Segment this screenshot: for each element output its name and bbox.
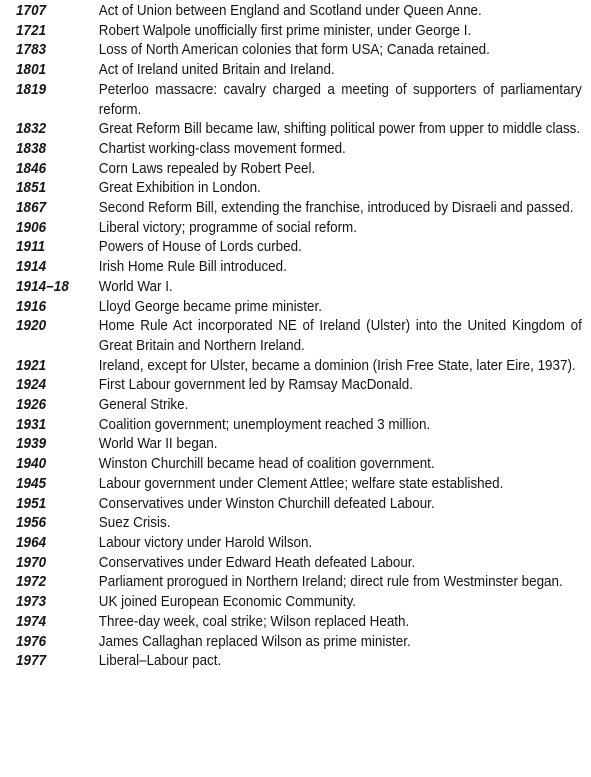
entry-year: 1931 — [16, 416, 47, 433]
entry-event: Peterloo massacre: cavalry charged a mee… — [98, 81, 582, 118]
timeline-entry: 1906 Liberal victory; programme of social… — [16, 219, 582, 239]
entry-year: 1846 — [16, 160, 47, 177]
timeline-entry: 1801 Act of Ireland united Britain and Ir… — [16, 61, 582, 81]
timeline-entry: 1939 World War II began. — [16, 435, 582, 455]
entry-year: 1972 — [16, 574, 47, 591]
timeline-entry: 1707 Act of Union between England and Sco… — [16, 2, 582, 22]
entry-event: James Callaghan replaced Wilson as prime… — [98, 633, 411, 650]
entry-year: 1945 — [16, 475, 47, 492]
entry-year: 1707 — [16, 3, 47, 19]
entry-event: Act of Ireland united Britain and Irelan… — [98, 62, 335, 79]
entry-year: 1964 — [16, 534, 47, 551]
entry-event: UK joined European Economic Community. — [98, 594, 357, 611]
entry-year: 1851 — [16, 180, 47, 197]
entry-year: 1921 — [16, 357, 47, 374]
entry-year: 1801 — [16, 62, 47, 79]
entry-event: Conservatives under Edward Heath defeate… — [98, 554, 416, 571]
timeline-entry: 1931 Coalition government; unemployment r… — [16, 416, 582, 436]
timeline-entry: 1721 Robert Walpole unofficially first pr… — [16, 22, 582, 42]
entry-year: 1920 — [16, 318, 47, 335]
entry-event: Corn Laws repealed by Robert Peel. — [98, 160, 316, 177]
entry-event: Great Reform Bill became law, shifting p… — [98, 121, 581, 138]
entry-event: Act of Union between England and Scotlan… — [98, 3, 482, 19]
timeline-entry: 1977 Liberal–Labour pact. — [16, 652, 582, 672]
entry-year: 1914–18 — [16, 278, 69, 295]
entry-year: 1924 — [16, 377, 47, 394]
timeline-entry: 1832 Great Reform Bill became law, shifti… — [16, 120, 582, 140]
entry-event: Great Exhibition in London. — [98, 180, 261, 197]
entry-event: Home Rule Act incorporated NE of Ireland… — [98, 318, 582, 354]
timeline-entry: 1951 Conservatives under Winston Churchil… — [16, 495, 582, 515]
entry-year: 1916 — [16, 298, 47, 315]
entry-year: 1970 — [16, 554, 47, 571]
timeline-entry: 1914–18 World War I. — [16, 278, 582, 298]
timeline-entry: 1973 UK joined European Economic Communit… — [16, 593, 582, 613]
entry-year: 1926 — [16, 397, 47, 414]
entry-event: Parliament prorogued in Northern Ireland… — [98, 574, 563, 591]
entry-year: 1914 — [16, 259, 47, 276]
entry-event: Loss of North American colonies that for… — [98, 42, 490, 59]
entry-event: First Labour government led by Ramsay Ma… — [98, 377, 413, 394]
timeline-entry: 1920 Home Rule Act incorporated NE of Ire… — [16, 317, 582, 356]
entry-year: 1721 — [16, 22, 47, 39]
timeline-entry: 1972 Parliament prorogued in Northern Ire… — [16, 573, 582, 593]
timeline-entry: 1970 Conservatives under Edward Heath def… — [16, 554, 582, 574]
entry-event: Liberal victory; programme of social ref… — [98, 219, 357, 236]
entry-event: Irish Home Rule Bill introduced. — [98, 259, 287, 276]
entry-event: Labour victory under Harold Wilson. — [98, 534, 313, 551]
entry-event: Labour government under Clement Attlee; … — [98, 475, 504, 492]
timeline-entry: 1819 Peterloo massacre: cavalry charged a… — [16, 81, 582, 120]
entry-year: 1819 — [16, 81, 47, 98]
timeline-entry: 1956 Suez Crisis. — [16, 514, 582, 534]
entry-year: 1974 — [16, 613, 47, 630]
entry-year: 1906 — [16, 219, 47, 236]
entry-year: 1832 — [16, 121, 47, 138]
entry-event: Ireland, except for Ulster, became a dom… — [98, 357, 576, 374]
entry-year: 1783 — [16, 42, 47, 59]
entry-event: Powers of House of Lords curbed. — [98, 239, 302, 256]
entry-event: World War II began. — [98, 436, 218, 453]
entry-event: Chartist working-class movement formed. — [98, 140, 346, 157]
entry-event: General Strike. — [98, 397, 189, 414]
entry-year: 1939 — [16, 436, 47, 453]
timeline-entry: 1964 Labour victory under Harold Wilson. — [16, 534, 582, 554]
entry-event: Coalition government; unemployment reach… — [98, 416, 431, 433]
entry-year: 1940 — [16, 456, 47, 473]
entry-event: Three-day week, coal strike; Wilson repl… — [98, 613, 410, 630]
entry-event: Robert Walpole unofficially first prime … — [98, 22, 472, 39]
entry-year: 1977 — [16, 653, 47, 670]
entry-year: 1951 — [16, 495, 47, 512]
entry-year: 1867 — [16, 200, 47, 217]
timeline-entry: 1846 Corn Laws repealed by Robert Peel. — [16, 160, 582, 180]
timeline-entry: 1867 Second Reform Bill, extending the fr… — [16, 199, 582, 219]
entry-year: 1911 — [16, 239, 46, 256]
timeline-entry: 1838 Chartist working-class movement form… — [16, 140, 582, 160]
timeline-entry: 1911 Powers of House of Lords curbed. — [16, 238, 582, 258]
timeline-entry: 1783 Loss of North American colonies that… — [16, 41, 582, 61]
timeline-entry: 1914 Irish Home Rule Bill introduced. — [16, 258, 582, 278]
timeline-entry: 1851 Great Exhibition in London. — [16, 179, 582, 199]
timeline-entry: 1921 Ireland, except for Ulster, became a… — [16, 357, 582, 377]
entry-year: 1973 — [16, 594, 47, 611]
entry-event: Liberal–Labour pact. — [98, 653, 222, 670]
timeline-list: 1707 Act of Union between England and Sco… — [16, 2, 582, 672]
entry-event: Conservatives under Winston Churchill de… — [98, 495, 435, 512]
timeline-entry: 1916 Lloyd George became prime minister. — [16, 298, 582, 318]
entry-event: Winston Churchill became head of coaliti… — [98, 456, 435, 473]
timeline-entry: 1976 James Callaghan replaced Wilson as p… — [16, 633, 582, 653]
timeline-entry: 1940 Winston Churchill became head of coa… — [16, 455, 582, 475]
entry-event: World War I. — [98, 278, 173, 295]
entry-event: Suez Crisis. — [98, 515, 171, 532]
entry-year: 1838 — [16, 140, 47, 157]
timeline-entry: 1924 First Labour government led by Ramsa… — [16, 376, 582, 396]
entry-event: Lloyd George became prime minister. — [98, 298, 322, 315]
timeline-entry: 1974 Three-day week, coal strike; Wilson … — [16, 613, 582, 633]
entry-event: Second Reform Bill, extending the franch… — [98, 200, 574, 217]
entry-year: 1956 — [16, 515, 47, 532]
entry-year: 1976 — [16, 633, 47, 650]
timeline-entry: 1926 General Strike. — [16, 396, 582, 416]
timeline-entry: 1945 Labour government under Clement Attl… — [16, 475, 582, 495]
